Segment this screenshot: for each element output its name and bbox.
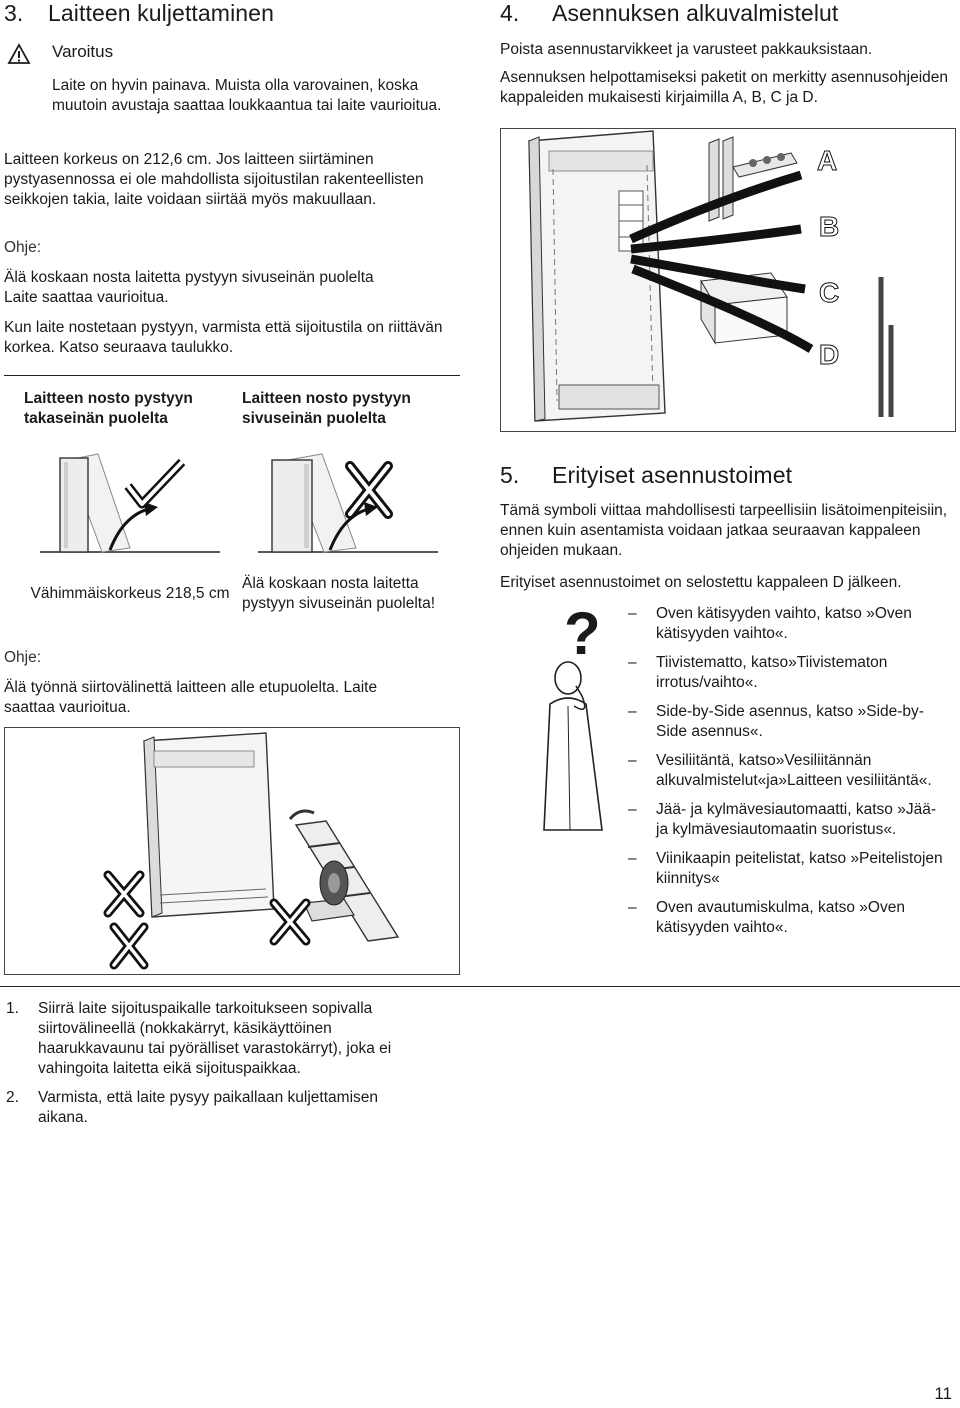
section-5-heading: 5. Erityiset asennustoimet — [500, 462, 792, 489]
list-item: –Viinikaapin peitelistat, katso »Peiteli… — [628, 850, 943, 887]
warning-triangle-icon — [7, 43, 31, 64]
note2-text: Älä työnnä siirtovälinettä laitteen alle… — [4, 679, 378, 716]
warning-text: Laite on hyvin painava. Muista olla varo… — [52, 77, 442, 114]
section-5-number: 5. — [500, 462, 520, 488]
list-item: –Side-by-Side asennus, katso »Side-by-Si… — [628, 703, 924, 740]
section-3-number: 3. — [4, 0, 24, 26]
package-letter-c: C — [818, 277, 840, 309]
package-letter-d: D — [818, 339, 840, 371]
section-5-title: Erityiset asennustoimet — [552, 462, 793, 488]
page-number: 11 — [934, 1384, 952, 1403]
list-item: –Tiivistematto, katso»Tiivistematon irro… — [628, 654, 888, 691]
section-4-p2: Asennuksen helpottamiseksi paketit on me… — [500, 69, 949, 106]
table-col1-header: Laitteen nosto pystyyn takaseinän puolel… — [24, 390, 193, 427]
table-col2-header: Laitteen nosto pystyyn sivuseinän puolel… — [242, 390, 411, 427]
section-4-number: 4. — [500, 0, 520, 26]
page-divider — [0, 986, 960, 987]
section-5-p2: Erityiset asennustoimet on selostettu ka… — [500, 574, 902, 591]
lift-paragraph: Kun laite nostetaan pystyyn, varmista et… — [4, 319, 443, 356]
thinking-person-figure — [543, 661, 603, 831]
transport-steps: 1.Siirrä laite sijoituspaikalle tarkoitu… — [6, 999, 426, 1137]
list-item: 1.Siirrä laite sijoituspaikalle tarkoitu… — [6, 1000, 392, 1077]
warning-title: Varoitus — [52, 42, 114, 61]
question-mark-icon: ? — [564, 600, 601, 667]
section-4-p1: Poista asennustarvikkeet ja varusteet pa… — [500, 41, 873, 58]
list-item: –Oven kätisyyden vaihto, katso »Oven kät… — [628, 605, 912, 642]
note-line-1: Älä koskaan nosta laitetta pystyyn sivus… — [4, 269, 374, 286]
note-line-2: Laite saattaa vaurioitua. — [4, 289, 169, 306]
special-steps-list: –Oven kätisyyden vaihto, katso »Oven kät… — [628, 604, 948, 947]
note-label: Ohje: — [4, 239, 42, 256]
table-col1-caption: Vähimmäiskorkeus 218,5 cm — [30, 585, 230, 602]
list-item: –Jää- ja kylmävesiautomaatti, katso »Jää… — [628, 801, 936, 838]
height-paragraph: Laitteen korkeus on 212,6 cm. Jos laitte… — [4, 151, 424, 208]
hand-truck-figure — [4, 727, 460, 975]
lift-side-figure — [258, 453, 438, 553]
section-4-title: Asennuksen alkuvalmistelut — [552, 0, 839, 26]
list-item: 2.Varmista, että laite pysyy paikallaan … — [6, 1089, 379, 1126]
package-letter-b: B — [818, 211, 840, 243]
lift-back-figure — [40, 453, 220, 553]
section-3-title: Laitteen kuljettaminen — [48, 0, 274, 26]
section-5-p1: Tämä symboli viittaa mahdollisesti tarpe… — [500, 502, 948, 559]
note2-label: Ohje: — [4, 649, 42, 666]
table-col2-caption: Älä koskaan nosta laitetta pystyyn sivus… — [242, 575, 436, 612]
package-letter-a: A — [816, 145, 838, 177]
list-item: –Vesiliitäntä, katso»Vesiliitännän alkuv… — [628, 752, 932, 789]
list-item: –Oven avautumiskulma, katso »Oven kätisy… — [628, 899, 905, 936]
section-3-heading: 3. Laitteen kuljettaminen — [4, 0, 274, 27]
table-top-rule — [4, 375, 460, 376]
section-4-heading: 4. Asennuksen alkuvalmistelut — [500, 0, 838, 27]
packages-figure: A B C D — [500, 128, 956, 432]
